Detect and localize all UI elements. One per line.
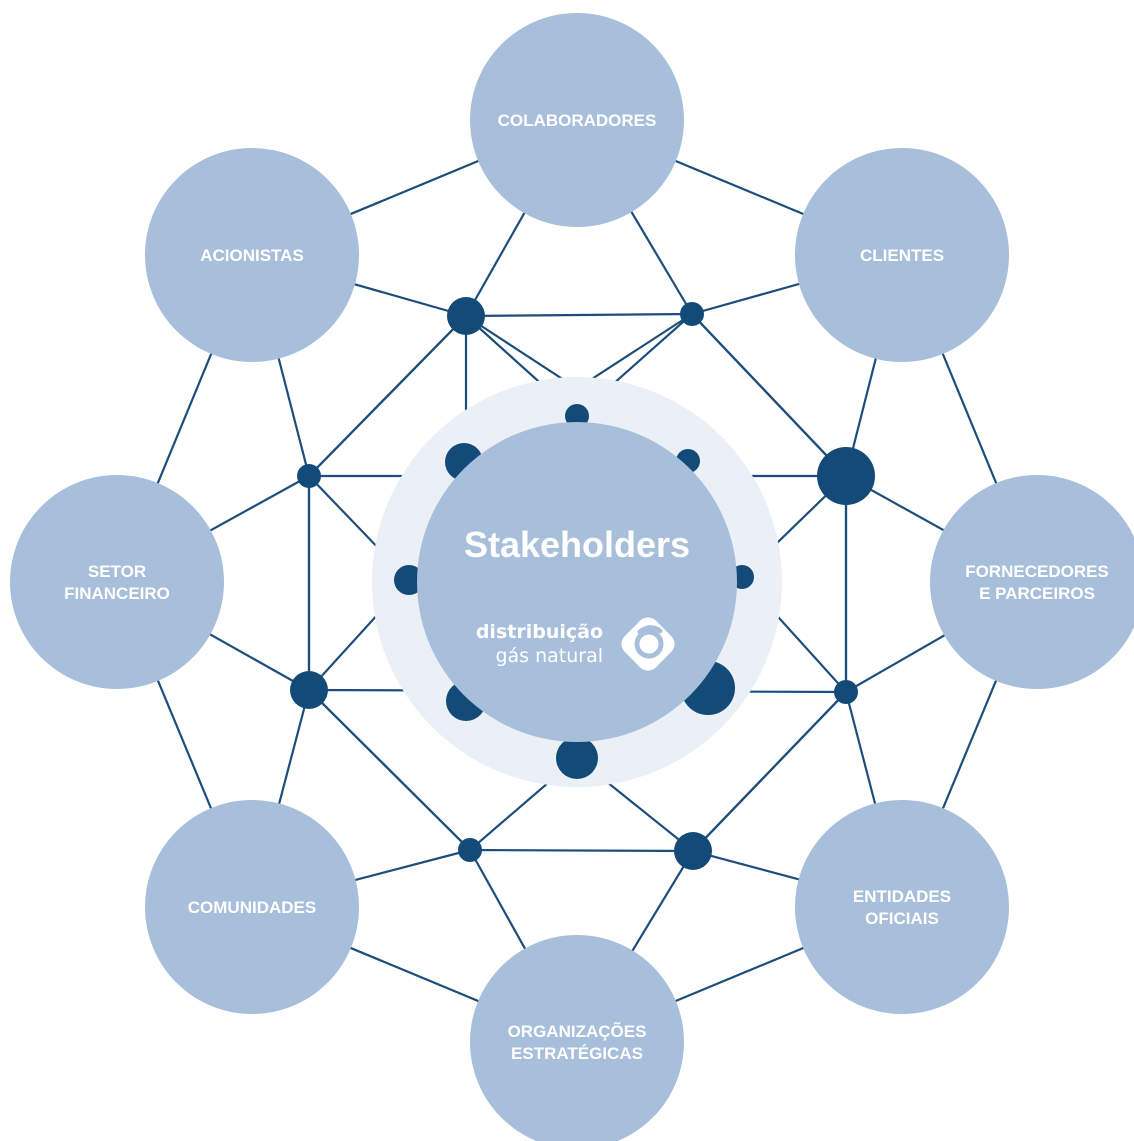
stakeholder-label: FORNECEDORES [965,562,1109,581]
network-node [556,737,598,779]
logo-ring-mark [634,629,664,659]
network-node [680,302,704,326]
stakeholder-label: CLIENTES [860,246,944,265]
network-node [447,297,485,335]
stakeholder-label: FINANCEIRO [64,584,170,603]
network-node [394,565,424,595]
stakeholder-colaboradores: COLABORADORES [470,13,684,227]
network-node [297,464,321,488]
stakeholder-label: COLABORADORES [498,111,657,130]
stakeholder-label: COMUNIDADES [188,898,316,917]
center-circle [417,422,737,742]
network-edge [692,691,847,852]
stakeholder-acionistas: ACIONISTAS [145,148,359,362]
stakeholder-circles: COLABORADORES CLIENTES FORNECEDORES E PARCE… [10,13,1134,1141]
stakeholder-comunidades: COMUNIDADES [145,800,359,1014]
stakeholder-label: OFICIAIS [865,909,939,928]
stakeholder-circle [145,800,359,1014]
stakeholder-circle [470,13,684,227]
network-node [834,680,858,704]
network-edge [308,315,467,477]
stakeholder-clientes: CLIENTES [795,148,1009,362]
network-node [565,404,589,428]
stakeholder-label: ACIONISTAS [200,246,304,265]
stakeholder-label: E PARCEIROS [979,584,1095,603]
stakeholder-circle [145,148,359,362]
stakeholder-label: ENTIDADES [853,887,951,906]
network-node [817,447,875,505]
logo-tail-mark [637,625,663,635]
network-node [458,838,482,862]
stakeholder-fornecedores-parceiros: FORNECEDORES E PARCEIROS [930,475,1134,689]
stakeholder-entidades-oficiais: ENTIDADES OFICIAIS [795,800,1009,1014]
network-edge [465,312,693,318]
network-edge [308,689,471,851]
stakeholder-label: ESTRATÉGICAS [511,1044,643,1063]
stakeholder-circle [470,935,684,1141]
network-edge [691,313,847,477]
network-node [290,671,328,709]
network-node [674,832,712,870]
stakeholder-label: ORGANIZAÇÕES [508,1021,647,1041]
logo-text-line1: distribuição [476,621,603,643]
stakeholder-setor-financeiro: SETOR FINANCEIRO [10,475,224,689]
center-title: Stakeholders [464,524,690,565]
center-circle-group: Stakeholders distribuição gás natural [417,422,737,742]
stakeholder-circle [795,148,1009,362]
stakeholder-circle [930,475,1134,689]
logo-text-line2: gás natural [495,645,603,667]
network-edge [469,848,694,853]
stakeholder-circle [795,800,1009,1014]
stakeholder-organizacoes-estrategicas: ORGANIZAÇÕES ESTRATÉGICAS [470,935,684,1141]
stakeholder-label: SETOR [88,562,146,581]
stakeholder-circle [10,475,224,689]
